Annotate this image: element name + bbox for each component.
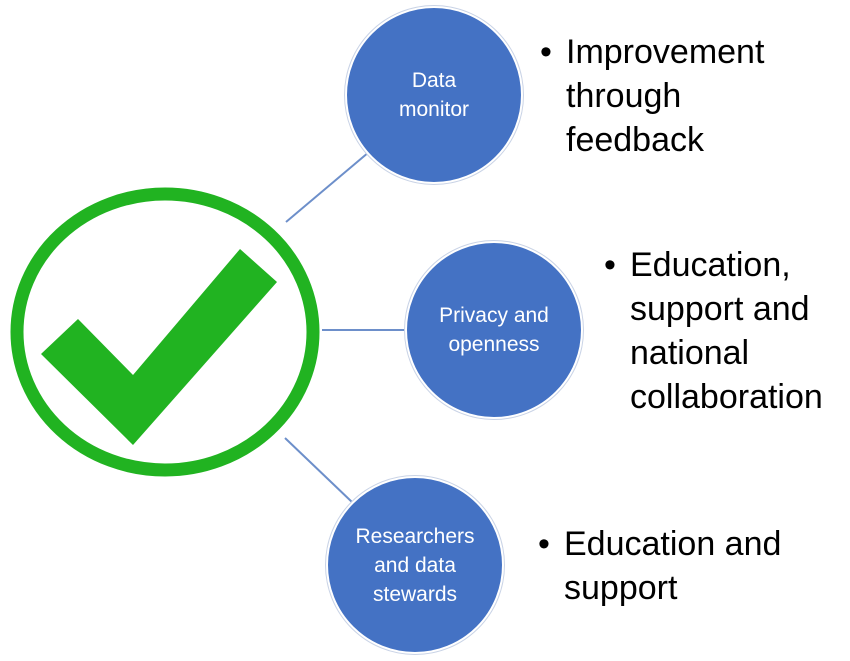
bullet-point: •	[538, 525, 550, 563]
node-data-monitor: Data monitor	[345, 6, 523, 184]
description-education-collaboration: • Education, support and national collab…	[604, 243, 848, 419]
description-text: Improvement through feedback	[566, 33, 765, 159]
description-text: Education and support	[564, 525, 782, 607]
connector-line-top	[285, 151, 370, 223]
node-privacy-and-openness: Privacy and openness	[405, 241, 583, 419]
node-researchers-and-data-stewards: Researchers and data stewards	[326, 476, 504, 654]
checkmark-tick	[41, 249, 277, 445]
checkmark-icon	[10, 187, 320, 477]
description-education-support: • Education and support	[538, 522, 838, 610]
description-text: Education, support and national collabor…	[630, 246, 823, 416]
bullet-point: •	[604, 246, 616, 284]
connector-line-bottom	[284, 437, 354, 504]
description-improvement: • Improvement through feedback	[540, 30, 830, 162]
bullet-point: •	[540, 33, 552, 71]
checkmark-circle	[10, 187, 320, 477]
